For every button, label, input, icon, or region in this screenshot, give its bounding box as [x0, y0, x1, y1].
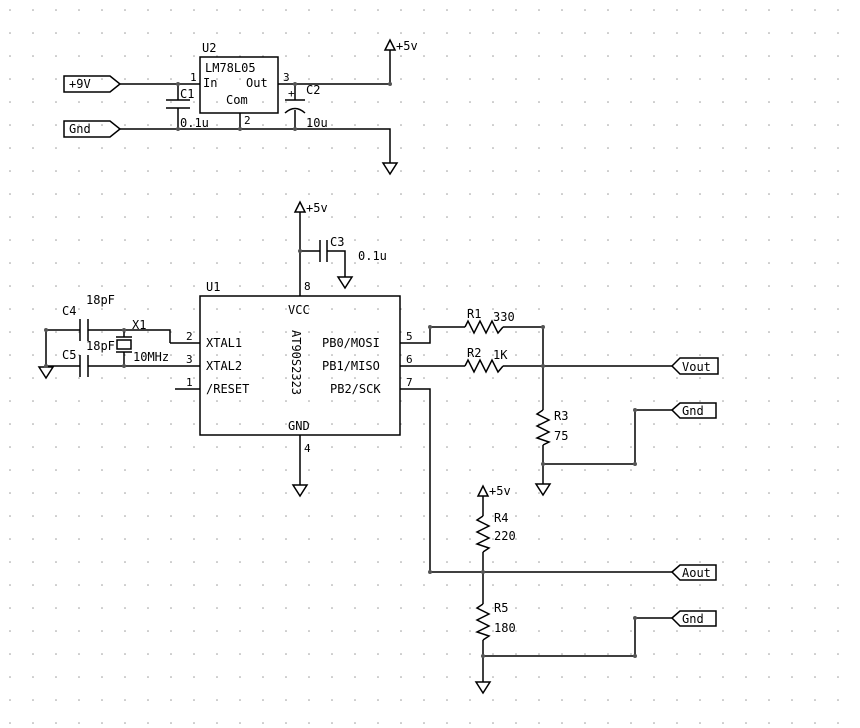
u1-pb0: PB0/MOSI: [322, 336, 380, 350]
r1-ref: R1: [467, 307, 481, 321]
capacitor-c2: + C2 10u: [284, 83, 328, 130]
regulator-u2: [199, 56, 279, 114]
regulator-section: +9V Gnd U2 LM78L05 In Out Com 1 3 2 C1 0…: [63, 38, 418, 176]
port-plus-9v: +9V: [63, 75, 122, 93]
u1-vcc: VCC: [288, 303, 310, 317]
u1-pin-xtal1-num: 2: [186, 330, 193, 343]
c3-value: 0.1u: [358, 249, 387, 263]
ground-symbol: [534, 483, 552, 497]
port-gnd-2-label: Gnd: [682, 612, 704, 626]
resistor-r3: R3 75: [535, 409, 568, 446]
r4-ref: R4: [494, 511, 508, 525]
c5-value: 18pF: [86, 339, 115, 353]
junctions: [44, 82, 637, 658]
c3-ref: C3: [330, 235, 344, 249]
port-gnd-1: Gnd: [670, 402, 717, 419]
port-aout: Aout: [670, 564, 717, 581]
ground-symbol: [291, 484, 309, 498]
u1-xtal1: XTAL1: [206, 336, 242, 350]
ground-symbol: [381, 162, 399, 176]
supply-5v-regulator-label: +5v: [396, 39, 418, 53]
u2-part: LM78L05: [205, 61, 256, 75]
c4-ref: C4: [62, 304, 76, 318]
resistor-r5: R5 180: [475, 601, 516, 641]
u1-reset: /RESET: [206, 382, 249, 396]
r5-ref: R5: [494, 601, 508, 615]
capacitor-c1: C1 0.1u: [166, 87, 209, 130]
u2-ref: U2: [202, 41, 216, 55]
r2-value: 1K: [493, 348, 508, 362]
r5-value: 180: [494, 621, 516, 635]
c1-value: 0.1u: [180, 116, 209, 130]
port-gnd-input: Gnd: [63, 120, 122, 138]
grid-dots: [9, 9, 839, 724]
u2-pin3: 3: [283, 71, 290, 84]
resistor-r2: R2 1K: [464, 346, 508, 374]
supply-5v-divider-label: +5v: [489, 484, 511, 498]
u2-pin2: 2: [244, 114, 251, 127]
r2-ref: R2: [467, 346, 481, 360]
capacitor-c3: C3 0.1u: [319, 235, 387, 290]
c1-ref: C1: [180, 87, 194, 101]
r3-value: 75: [554, 429, 568, 443]
u1-pb2: PB2/SCK: [330, 382, 381, 396]
port-plus-9v-label: +9V: [69, 77, 91, 91]
r3-ref: R3: [554, 409, 568, 423]
port-aout-label: Aout: [682, 566, 711, 580]
resistor-r4: R4 220: [475, 511, 516, 553]
supply-5v-divider: +5v: [476, 484, 511, 498]
u1-pin-pb2-num: 7: [406, 376, 413, 389]
ground-symbol: [37, 366, 55, 380]
r4-value: 220: [494, 529, 516, 543]
u2-pin-out: Out: [246, 76, 268, 90]
resistor-r1: R1 330: [464, 307, 515, 335]
u1-pin-reset-num: 1: [186, 376, 193, 389]
u1-pin-vcc-num: 8: [304, 280, 311, 293]
divider-section: +5v R4 220 R5 180 Aout Gnd: [474, 484, 717, 695]
u1-xtal2: XTAL2: [206, 359, 242, 373]
capacitor-c4: C4 18pF: [62, 293, 115, 341]
c5-ref: C5: [62, 348, 76, 362]
ground-symbol: [336, 276, 354, 290]
port-vout-label: Vout: [682, 360, 711, 374]
u1-part: AT90S2323: [289, 330, 303, 395]
u1-gnd: GND: [288, 419, 310, 433]
mcu-section: +5v C3 0.1u U1 8 VCC GND XTAL1 XTAL2 /RE…: [37, 200, 719, 573]
svg-text:+: +: [288, 87, 295, 100]
u1-pin-pb1-num: 6: [406, 353, 413, 366]
port-gnd-input-label: Gnd: [69, 122, 91, 136]
u1-pin-pb0-num: 5: [406, 330, 413, 343]
r1-value: 330: [493, 310, 515, 324]
ground-symbol: [474, 681, 492, 695]
supply-5v-regulator: +5v: [383, 38, 418, 53]
u1-ref: U1: [206, 280, 220, 294]
port-gnd-2: Gnd: [670, 610, 717, 627]
x1-ref: X1: [132, 318, 146, 332]
crystal-x1: X1 10MHz: [116, 318, 169, 364]
port-gnd-1-label: Gnd: [682, 404, 704, 418]
x1-value: 10MHz: [133, 350, 169, 364]
u2-pin-in: In: [203, 76, 217, 90]
u2-pin-com: Com: [226, 93, 248, 107]
capacitor-c5: C5 18pF: [62, 339, 115, 377]
u1-pin-xtal2-num: 3: [186, 353, 193, 366]
port-vout: Vout: [670, 357, 719, 375]
c2-ref: C2: [306, 83, 320, 97]
c2-value: 10u: [306, 116, 328, 130]
u1-pin-gnd-num: 4: [304, 442, 311, 455]
u1-pb1: PB1/MISO: [322, 359, 380, 373]
u2-pin1: 1: [190, 71, 197, 84]
c4-value: 18pF: [86, 293, 115, 307]
supply-5v-mcu-label: +5v: [306, 201, 328, 215]
